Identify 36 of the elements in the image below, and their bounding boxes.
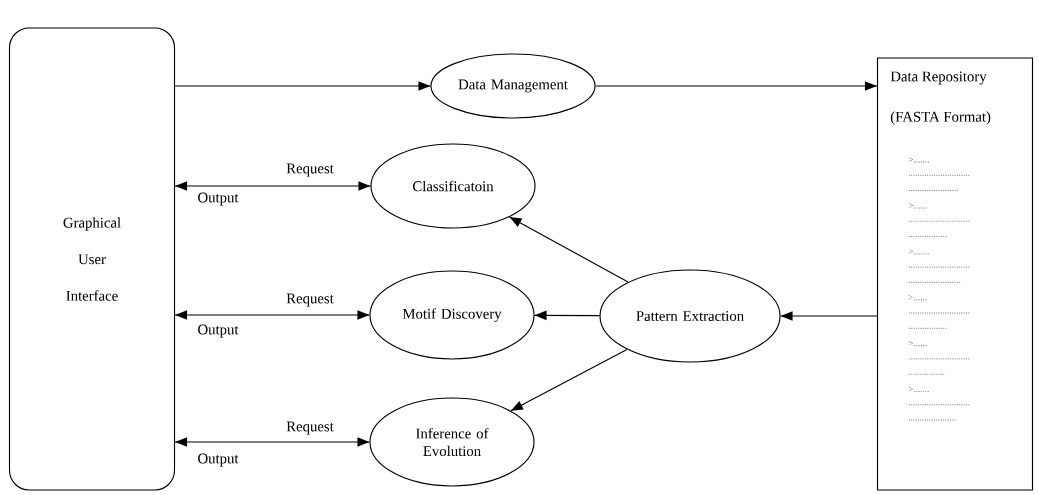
sequence-line: >....... [908,249,929,255]
sequence-line: ........................... [908,266,970,268]
sequence-line: ...................... [908,190,958,192]
output-label: Output [198,324,239,338]
arrow [595,81,878,91]
edge-label: Request [286,421,334,435]
arrow [510,348,628,412]
repository-title: Data Repository [890,71,987,85]
sequence-line: ........................... [908,220,970,222]
sequence-line: ....................... [908,281,961,283]
output-label: Output [198,192,239,206]
edge-label: Request [286,163,334,177]
sequence-line: >...... [908,295,927,301]
arrow [174,81,431,91]
sequence-line: >...... [908,340,927,347]
sequence-line: ........................... [908,404,970,406]
sequence-line: >...... [908,203,927,209]
sequence-line: ..................... [908,419,956,421]
arrow [780,311,878,321]
arrow [174,181,371,191]
arrow [534,310,600,321]
sequence-line: >....... [908,386,929,393]
sequence-line: ........................... [908,358,970,360]
arrow [174,437,370,447]
repository-title: (FASTA Format) [890,111,991,125]
output-label: Output [198,453,239,467]
sequence-line: ........................... [908,174,970,176]
sequence-line: ........................... [908,312,970,314]
sequence-line: >....... [908,157,929,163]
edge-label: Request [286,293,334,307]
sequence-line: ................. [908,327,947,329]
interface-box: Graphical User Interface [8,27,176,491]
sequence-line: ................ [908,373,945,375]
arrow [509,216,629,283]
sequence-line: ................. [908,236,947,238]
arrow [174,310,370,320]
